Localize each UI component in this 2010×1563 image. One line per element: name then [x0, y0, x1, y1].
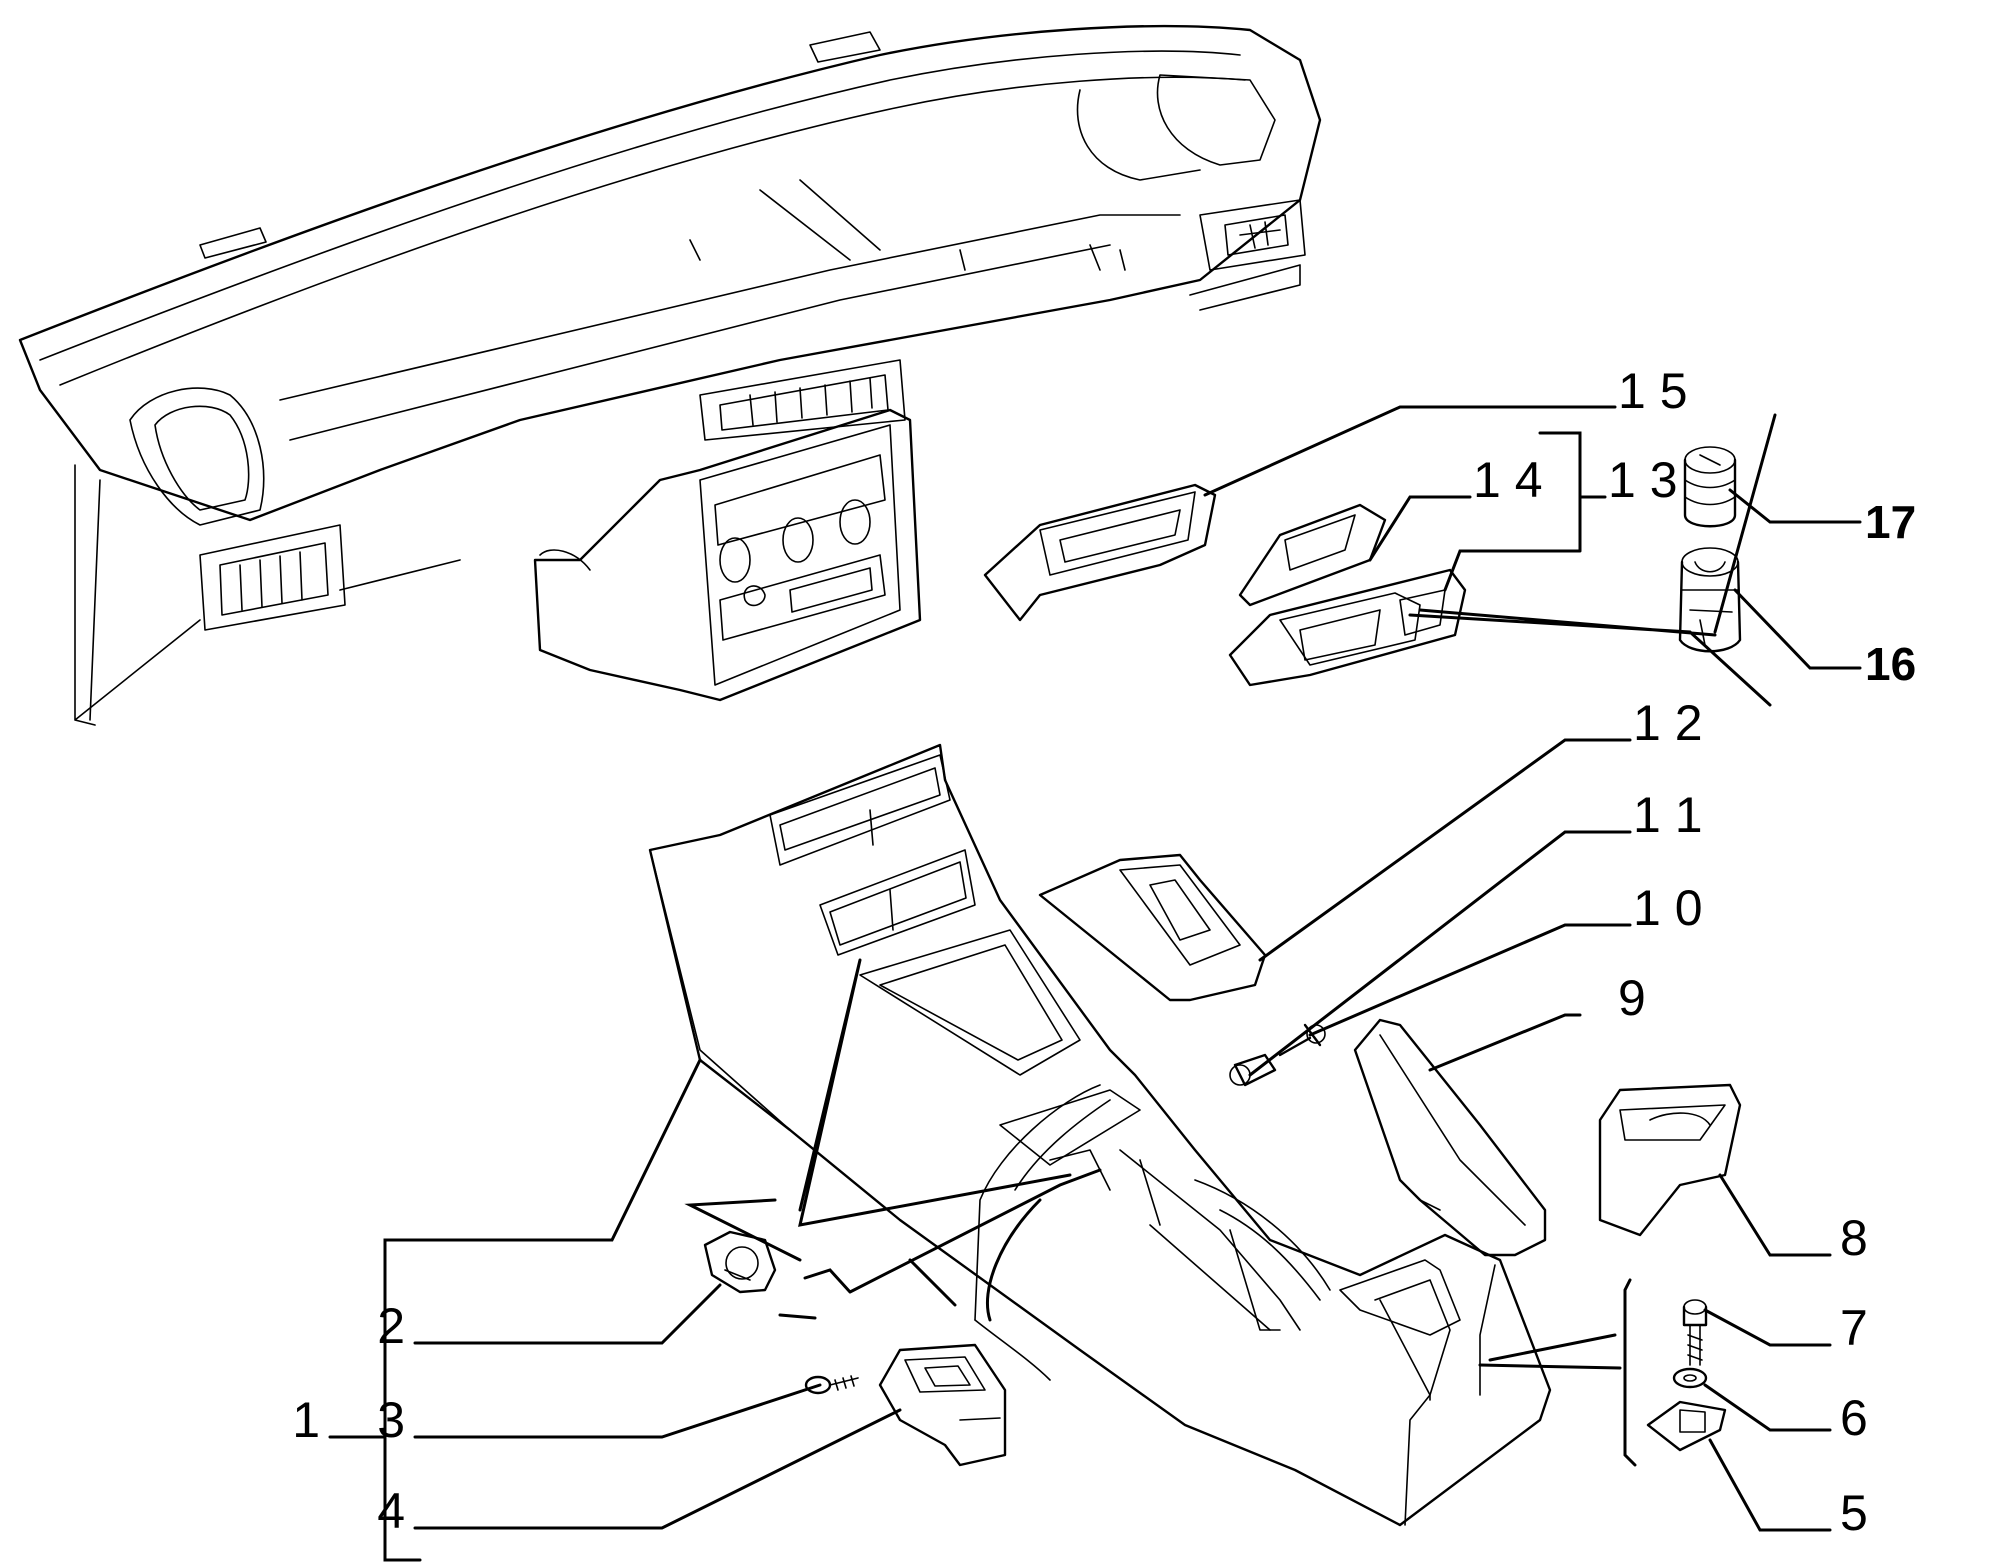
callout-11: 1 1 — [1633, 787, 1703, 843]
center-console — [648, 743, 1552, 1527]
callout-labels: 1 5 1 4 1 3 17 16 1 2 1 1 1 0 9 8 7 6 5 … — [292, 363, 1916, 1541]
callout-9: 9 — [1618, 970, 1646, 1026]
callout-14: 1 4 — [1473, 452, 1543, 508]
callout-6: 6 — [1840, 1390, 1868, 1446]
dashboard-panel — [18, 24, 1322, 726]
part-5-clip-nut — [1646, 1400, 1727, 1452]
leader-lines — [328, 405, 1862, 1562]
callout-15: 1 5 — [1618, 363, 1688, 419]
callout-10: 1 0 — [1633, 880, 1703, 936]
part-3-screw — [804, 1375, 859, 1395]
part-2-knob — [703, 1230, 777, 1294]
part-8-switch — [1598, 1083, 1742, 1237]
part-9-armrest-lid — [1353, 1018, 1547, 1257]
callout-2: 2 — [377, 1298, 405, 1354]
callout-1: 1 — [292, 1392, 320, 1448]
callout-4: 4 — [377, 1483, 405, 1539]
callout-5: 5 — [1840, 1485, 1868, 1541]
part-6-washer — [1672, 1367, 1708, 1389]
callout-13: 1 3 — [1608, 452, 1678, 508]
callout-8: 8 — [1840, 1210, 1868, 1266]
part-7-bolt — [1682, 1299, 1708, 1366]
callout-16: 16 — [1865, 638, 1916, 690]
callout-7: 7 — [1840, 1300, 1868, 1356]
part-14-insert — [1238, 503, 1387, 607]
callout-3: 3 — [377, 1392, 405, 1448]
part-4-bezel — [878, 1343, 1007, 1467]
callout-17: 17 — [1865, 496, 1916, 548]
heater-control-panel — [533, 408, 922, 702]
part-15-ashtray — [983, 483, 1217, 622]
part-10-screw — [1278, 1023, 1326, 1057]
part-17-lighter-element — [1683, 446, 1737, 528]
callout-12: 1 2 — [1633, 695, 1703, 751]
part-13-tray — [1228, 568, 1467, 687]
part-12-shift-cover — [1038, 853, 1267, 1002]
